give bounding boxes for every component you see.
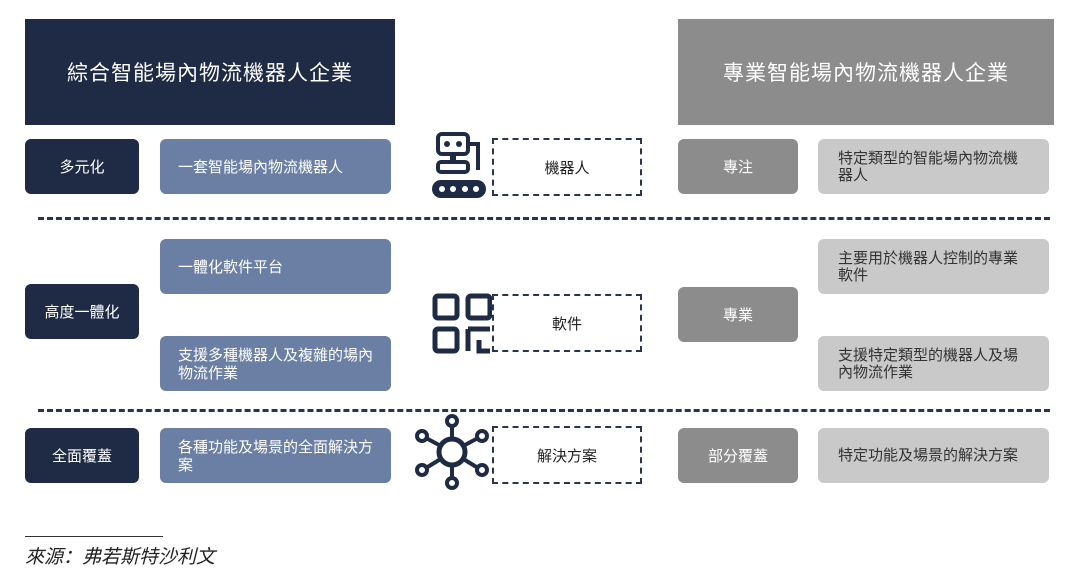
center-label-robot: 機器人 [492,138,642,196]
center-label-software: 軟件 [492,294,642,352]
left-label-integrated: 高度一體化 [25,284,139,339]
left-header: 綜合智能場內物流機器人企業 [25,19,395,125]
software-grid-icon [432,293,493,354]
right-label-partial-coverage: 部分覆蓋 [678,428,798,483]
source-note: 來源：弗若斯特沙利文 [25,546,216,568]
right-label-focused: 專注 [678,139,798,194]
right-desc-specific-robot: 特定類型的智能場內物流機器人 [818,139,1049,194]
left-label-full-coverage: 全面覆蓋 [25,428,139,483]
right-header: 專業智能場內物流機器人企業 [678,19,1054,125]
right-desc-robot-control-software: 主要用於機器人控制的專業軟件 [818,239,1049,294]
right-desc-specific-operations: 支援特定類型的機器人及場內物流作業 [818,336,1049,391]
row-separator [38,409,1050,412]
left-label-diversified: 多元化 [25,139,139,194]
right-label-specialized: 專業 [678,287,798,342]
left-desc-software-platform: 一體化軟件平台 [160,239,391,294]
left-desc-multi-robot-support: 支援多種機器人及複雜的場內物流作業 [160,336,391,391]
center-label-solution: 解決方案 [492,426,642,484]
network-hub-icon [415,414,489,490]
row-separator [38,217,1050,220]
left-desc-full-solutions: 各種功能及場景的全面解決方案 [160,428,391,483]
right-desc-specific-solutions: 特定功能及場景的解決方案 [818,428,1049,483]
robot-arm-conveyor-icon [432,132,486,198]
footer-rule [25,536,163,537]
left-desc-robot-set: 一套智能場內物流機器人 [160,139,391,194]
